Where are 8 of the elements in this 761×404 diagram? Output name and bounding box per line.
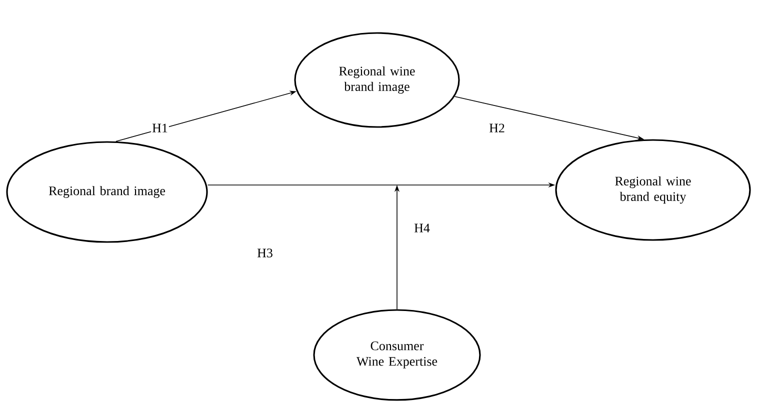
ellipse-node: Consumer Wine Expertise — [313, 309, 481, 401]
edge-label: H4 — [413, 222, 431, 234]
ellipse-node: Regional wine brand equity — [555, 139, 751, 241]
edge-label: H2 — [488, 122, 506, 134]
ellipse-node: Regional wine brand image — [294, 32, 460, 128]
edge-label: H1 — [151, 122, 169, 134]
ellipse-node: Regional brand image — [6, 141, 208, 243]
edge-label: H3 — [256, 248, 274, 258]
